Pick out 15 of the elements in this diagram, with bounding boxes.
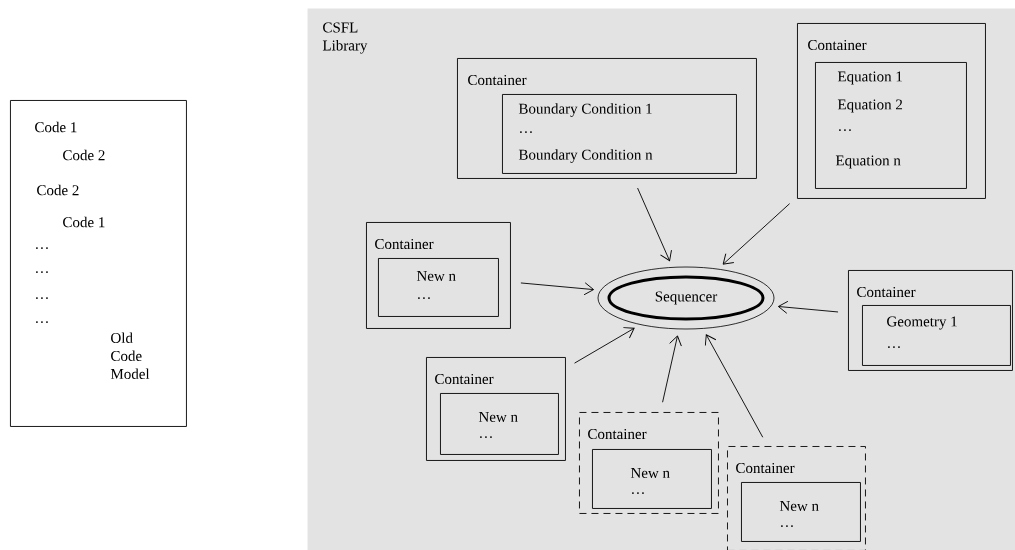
item-box: Equation 1 Equation 2 … Equation n — [815, 62, 967, 189]
code-list-box: Code 1 Code 2 Code 2 Code 1 … … … … Old Code Model — [10, 100, 187, 427]
arrow — [574, 327, 635, 364]
arrow — [777, 300, 839, 314]
item-box: New n … — [741, 482, 861, 542]
item-box: Boundary Condition 1 … Boundary Condition n — [502, 94, 737, 174]
arrow — [704, 334, 764, 438]
item-box: Geometry 1 … — [862, 305, 1011, 366]
item-box: New n … — [592, 449, 712, 509]
item-box: New n … — [378, 258, 499, 317]
item-box: New n … — [440, 393, 559, 455]
arrow — [637, 187, 672, 262]
arrow — [520, 282, 595, 296]
arrow — [722, 203, 791, 265]
arrow — [662, 335, 682, 403]
